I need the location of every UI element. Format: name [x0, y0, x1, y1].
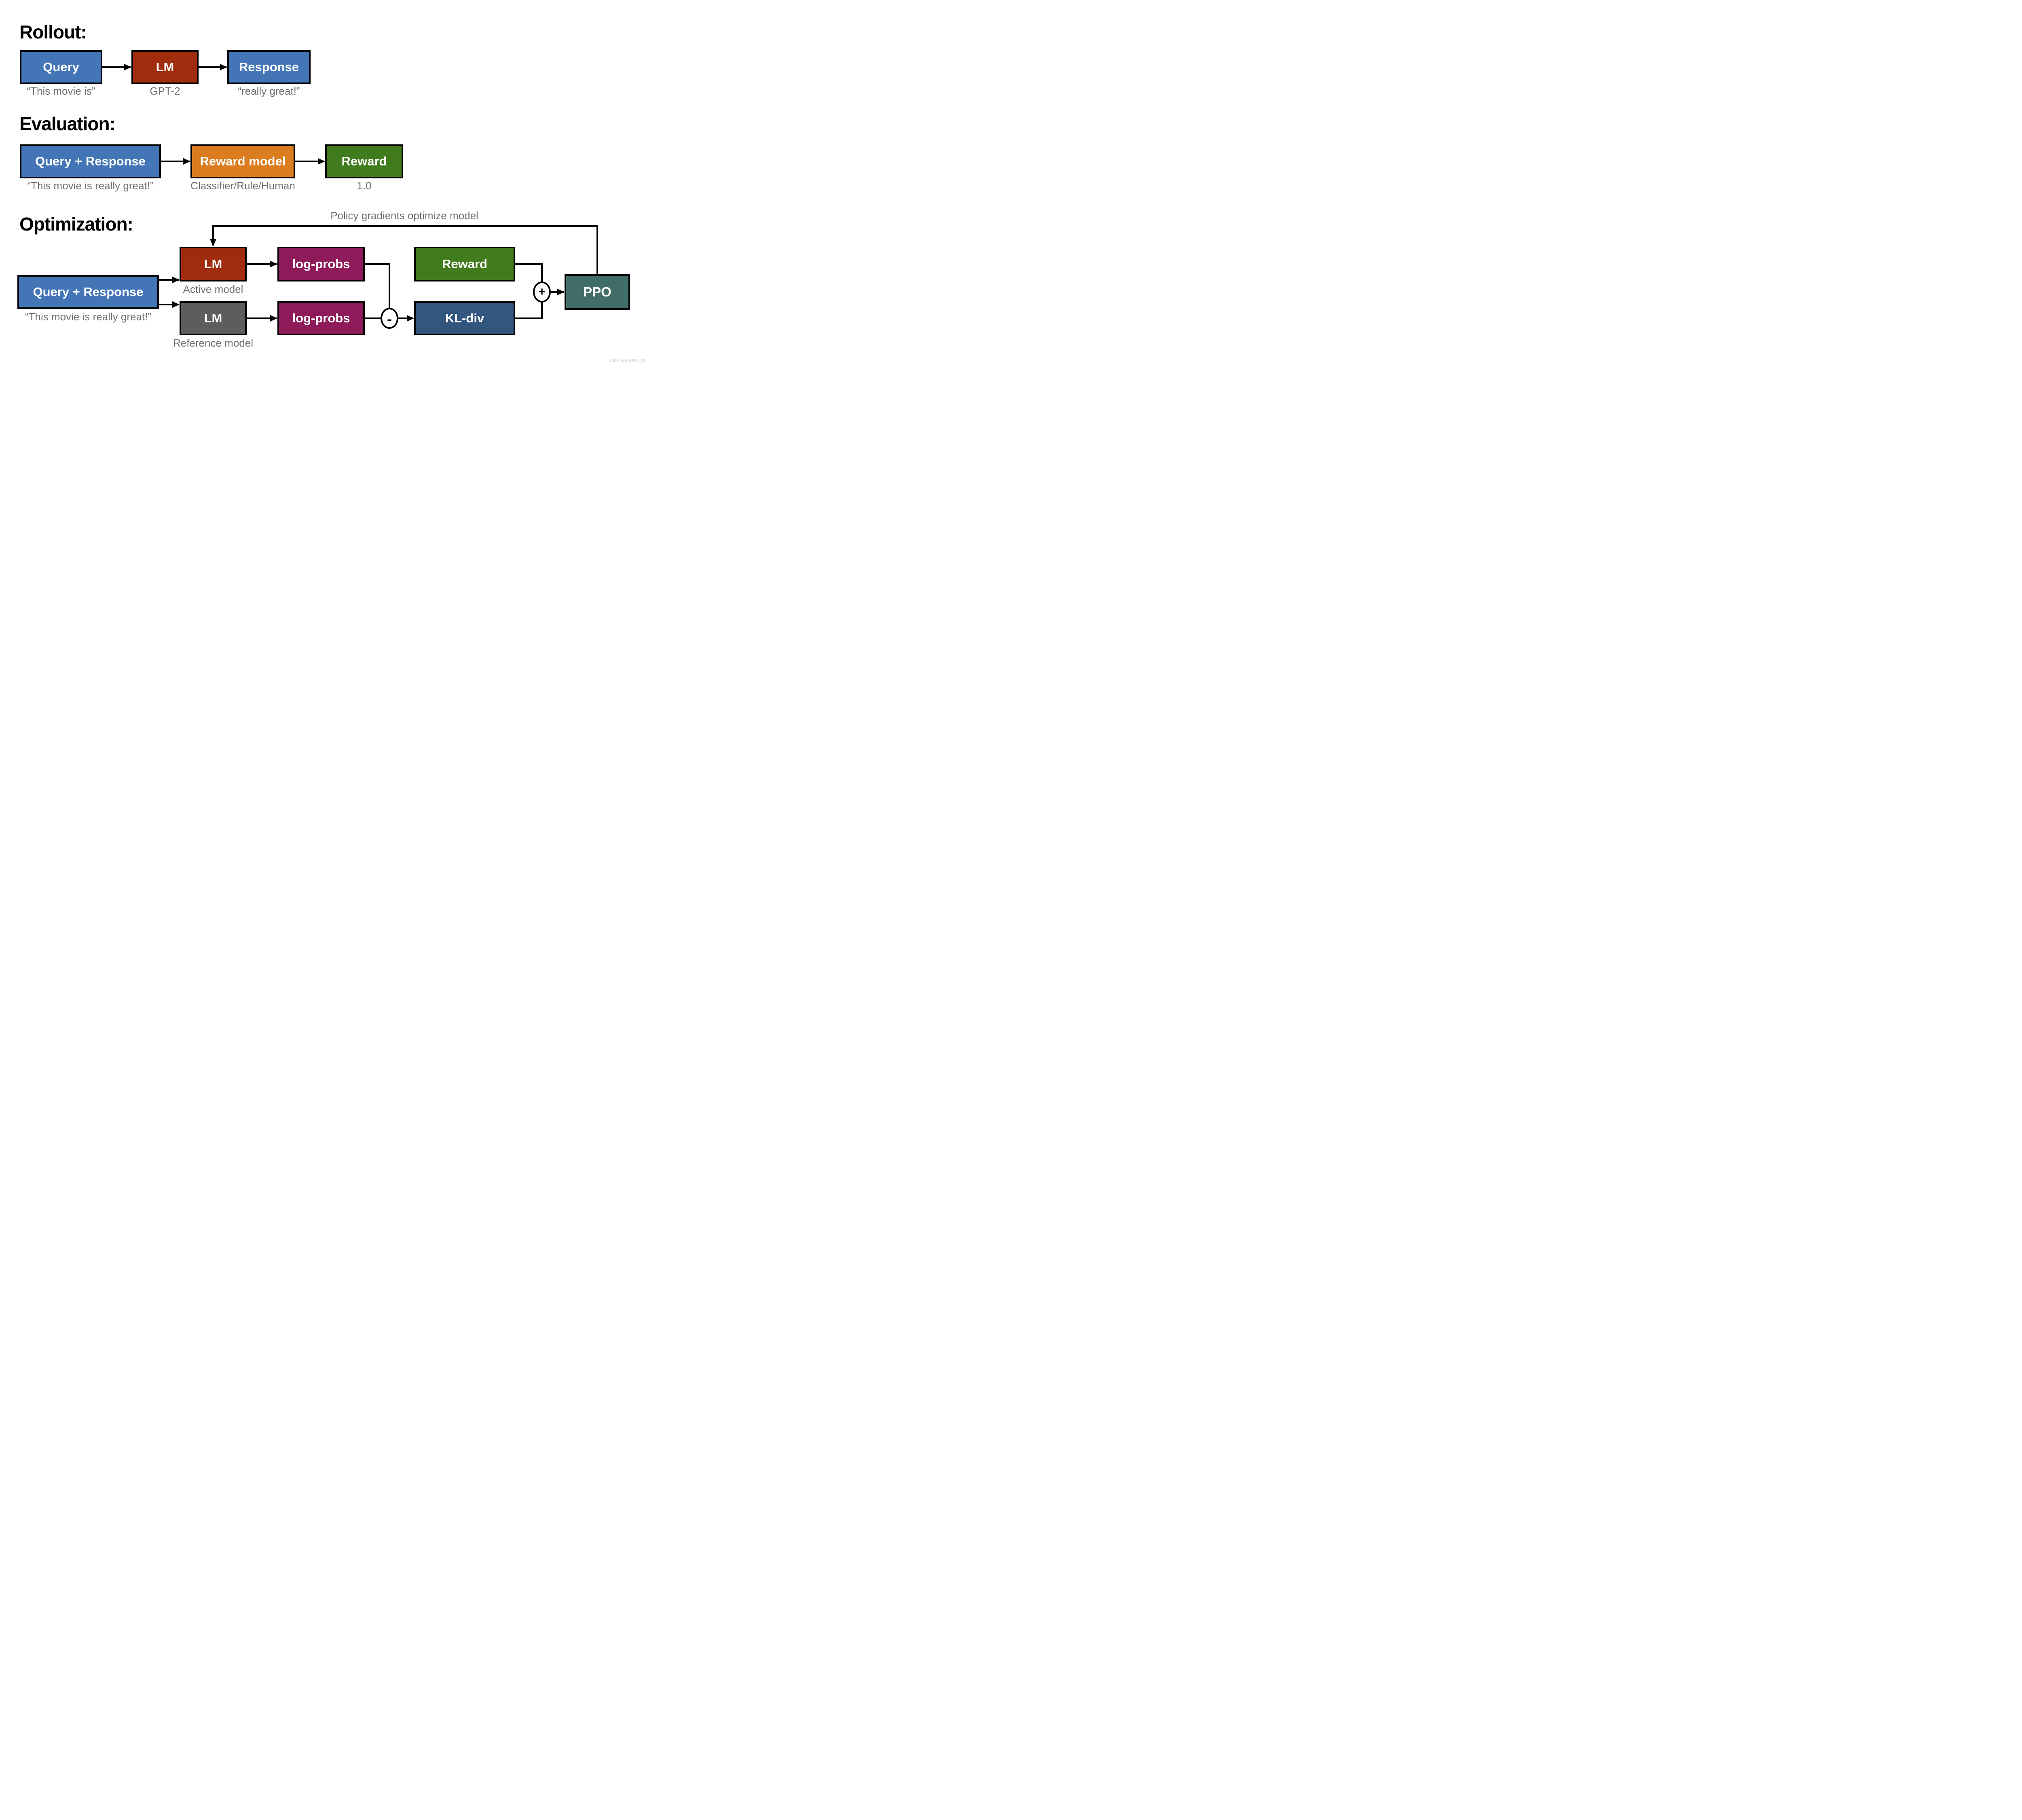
line-active-logprobs-to-minus	[365, 263, 390, 309]
evaluation-query-response-box: Query + Response	[20, 144, 161, 178]
line-kldiv-to-plus	[515, 302, 543, 319]
rollout-query-label: Query	[43, 60, 79, 74]
reference-logprobs-label: log-probs	[292, 311, 350, 325]
active-lm-caption: Active model	[183, 283, 243, 295]
evaluation-reward-label: Reward	[341, 154, 387, 168]
rollout-section-title: Rollout:	[19, 21, 87, 42]
optimization-query-response-box: Query + Response	[17, 275, 159, 309]
evaluation-reward-model-box: Reward model	[190, 144, 295, 178]
evaluation-reward-model-caption: Classifier/Rule/Human	[190, 180, 295, 192]
plus-sign: +	[538, 285, 546, 298]
rollout-query-box: Query	[20, 50, 102, 84]
reference-logprobs-box: log-probs	[277, 301, 365, 335]
optimization-section-title: Optimization:	[19, 214, 133, 235]
rollout-response-box: Response	[227, 50, 311, 84]
kl-div-box: KL-div	[414, 301, 515, 335]
active-lm-label: LM	[204, 257, 222, 271]
evaluation-query-response-caption: “This movie is really great!”	[27, 180, 154, 192]
reference-lm-box: LM	[180, 301, 247, 335]
rollout-response-caption: “really great!”	[238, 85, 300, 97]
kl-div-label: KL-div	[445, 311, 484, 325]
line-reward-to-plus	[515, 263, 543, 282]
evaluation-query-response-label: Query + Response	[35, 154, 146, 168]
rollout-lm-box: LM	[131, 50, 199, 84]
rollout-lm-label: LM	[156, 60, 174, 74]
minus-sign: -	[387, 311, 392, 327]
policy-gradients-label: Policy gradients optimize model	[330, 210, 478, 222]
reference-lm-caption: Reference model	[173, 337, 253, 349]
ppo-box: PPO	[565, 274, 630, 310]
rollout-response-label: Response	[239, 60, 299, 74]
active-logprobs-box: log-probs	[277, 247, 365, 281]
ppo-label: PPO	[583, 284, 611, 299]
reference-lm-label: LM	[204, 311, 222, 325]
minus-operator-circle: -	[381, 308, 398, 329]
plus-operator-circle: +	[533, 281, 551, 303]
rlhf-ppo-diagram: Rollout: Query LM Response “This movie i…	[0, 0, 647, 364]
evaluation-reward-caption: 1.0	[357, 180, 372, 192]
arrow-feedback-ppo-to-active-lm	[210, 225, 598, 274]
evaluation-section-title: Evaluation:	[19, 113, 116, 134]
evaluation-reward-model-label: Reward model	[200, 154, 286, 168]
active-lm-box: LM	[180, 247, 247, 281]
csdn-watermark: CSDN @发呆的比目鱼	[609, 359, 646, 363]
rollout-lm-caption: GPT-2	[150, 85, 180, 97]
rollout-query-caption: “This movie is”	[27, 85, 95, 97]
evaluation-reward-box: Reward	[325, 144, 403, 178]
optimization-query-response-caption: “This movie is really great!”	[25, 311, 152, 323]
active-logprobs-label: log-probs	[292, 257, 350, 271]
optimization-query-response-label: Query + Response	[33, 285, 144, 299]
optimization-reward-label: Reward	[442, 257, 487, 271]
optimization-reward-box: Reward	[414, 247, 515, 281]
